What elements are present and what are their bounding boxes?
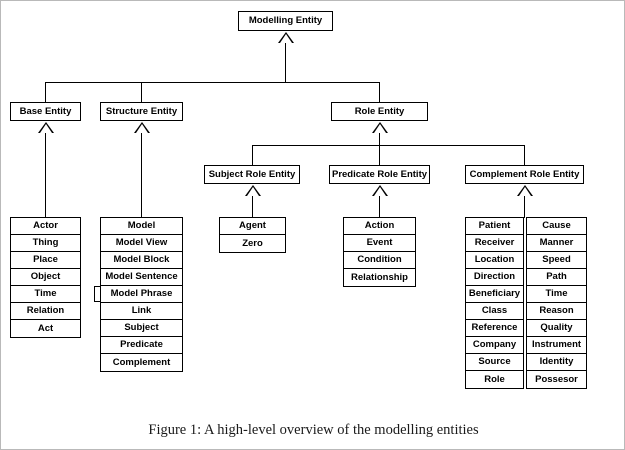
leaf-item[interactable]: Model: [101, 218, 182, 235]
leaf-item[interactable]: Cause: [527, 218, 586, 235]
leaf-item[interactable]: Thing: [11, 235, 80, 252]
leaf-stack-complement-role-entity-right: Cause Manner Speed Path Time Reason Qual…: [526, 217, 587, 389]
leaf-item[interactable]: Speed: [527, 252, 586, 269]
leaf-stack-predicate-role-entity: Action Event Condition Relationship: [343, 217, 416, 287]
leaf-item[interactable]: Relationship: [344, 269, 415, 286]
connector-drop-predicate-role-entity: [379, 145, 380, 165]
connector-drop-base-entity: [45, 82, 46, 102]
leaf-item[interactable]: Beneficiary: [466, 286, 523, 303]
node-base-entity[interactable]: Base Entity: [10, 102, 81, 121]
connector-role-entity-stem: [379, 133, 380, 145]
leaf-item[interactable]: Instrument: [527, 337, 586, 354]
leaf-item[interactable]: Quality: [527, 320, 586, 337]
leaf-item[interactable]: Company: [466, 337, 523, 354]
leaf-stack-structure-entity: Model Model View Model Block Model Sente…: [100, 217, 183, 372]
figure-caption: Figure 1: A high-level overview of the m…: [148, 422, 479, 438]
node-structure-entity[interactable]: Structure Entity: [100, 102, 183, 121]
leaf-item[interactable]: Identity: [527, 354, 586, 371]
structure-stack-bracket-stub: [94, 286, 100, 302]
leaf-item[interactable]: Direction: [466, 269, 523, 286]
connector-structure-entity-to-leaves: [141, 133, 142, 217]
connector-drop-structure-entity: [141, 82, 142, 102]
leaf-item[interactable]: Location: [466, 252, 523, 269]
leaf-item[interactable]: Agent: [220, 218, 285, 235]
leaf-item[interactable]: Role: [466, 371, 523, 388]
leaf-item[interactable]: Time: [11, 286, 80, 303]
node-label: Structure Entity: [105, 105, 178, 117]
leaf-item[interactable]: Zero: [220, 235, 285, 252]
leaf-stack-base-entity: Actor Thing Place Object Time Relation A…: [10, 217, 81, 338]
leaf-item[interactable]: Manner: [527, 235, 586, 252]
connector-drop-subject-role-entity: [252, 145, 253, 165]
leaf-item[interactable]: Reference: [466, 320, 523, 337]
leaf-item[interactable]: Model View: [101, 235, 182, 252]
leaf-item[interactable]: Reason: [527, 303, 586, 320]
leaf-item[interactable]: Act: [11, 320, 80, 337]
leaf-item[interactable]: Patient: [466, 218, 523, 235]
node-subject-role-entity[interactable]: Subject Role Entity: [204, 165, 300, 184]
leaf-item[interactable]: Event: [344, 235, 415, 252]
node-modelling-entity[interactable]: Modelling Entity: [238, 11, 333, 31]
leaf-item[interactable]: Path: [527, 269, 586, 286]
leaf-item[interactable]: Condition: [344, 252, 415, 269]
leaf-item[interactable]: Model Block: [101, 252, 182, 269]
leaf-item[interactable]: Complement: [101, 354, 182, 371]
leaf-item[interactable]: Action: [344, 218, 415, 235]
connector-drop-complement-role-entity: [524, 145, 525, 165]
connector-predicate-role-to-leaves: [379, 196, 380, 218]
node-label: Complement Role Entity: [469, 168, 580, 180]
node-label: Modelling Entity: [248, 15, 323, 27]
connector-role-entity-bus: [252, 145, 524, 146]
node-role-entity[interactable]: Role Entity: [331, 102, 428, 121]
leaf-item[interactable]: Source: [466, 354, 523, 371]
node-label: Base Entity: [19, 105, 72, 117]
leaf-stack-subject-role-entity: Agent Zero: [219, 217, 286, 253]
leaf-item[interactable]: Model Phrase: [101, 286, 182, 303]
leaf-item[interactable]: Object: [11, 269, 80, 286]
node-label: Predicate Role Entity: [331, 168, 428, 180]
node-predicate-role-entity[interactable]: Predicate Role Entity: [329, 165, 430, 184]
leaf-item[interactable]: Predicate: [101, 337, 182, 354]
leaf-item[interactable]: Model Sentence: [101, 269, 182, 286]
leaf-item[interactable]: Possesor: [527, 371, 586, 388]
connector-drop-role-entity: [379, 82, 380, 102]
connector-base-entity-to-leaves: [45, 133, 46, 217]
node-label: Subject Role Entity: [208, 168, 296, 180]
leaf-item[interactable]: Actor: [11, 218, 80, 235]
leaf-item[interactable]: Relation: [11, 303, 80, 320]
node-complement-role-entity[interactable]: Complement Role Entity: [465, 165, 584, 184]
node-label: Role Entity: [354, 105, 405, 117]
connector-root-bus: [45, 82, 379, 83]
connector-root-stem: [285, 43, 286, 82]
leaf-stack-complement-role-entity-left: Patient Receiver Location Direction Bene…: [465, 217, 524, 389]
leaf-item[interactable]: Time: [527, 286, 586, 303]
leaf-item[interactable]: Class: [466, 303, 523, 320]
connector-complement-role-to-leaves: [524, 196, 525, 218]
leaf-item[interactable]: Subject: [101, 320, 182, 337]
leaf-item[interactable]: Receiver: [466, 235, 523, 252]
connector-subject-role-to-leaves: [252, 196, 253, 218]
leaf-item[interactable]: Place: [11, 252, 80, 269]
leaf-item[interactable]: Link: [101, 303, 182, 320]
